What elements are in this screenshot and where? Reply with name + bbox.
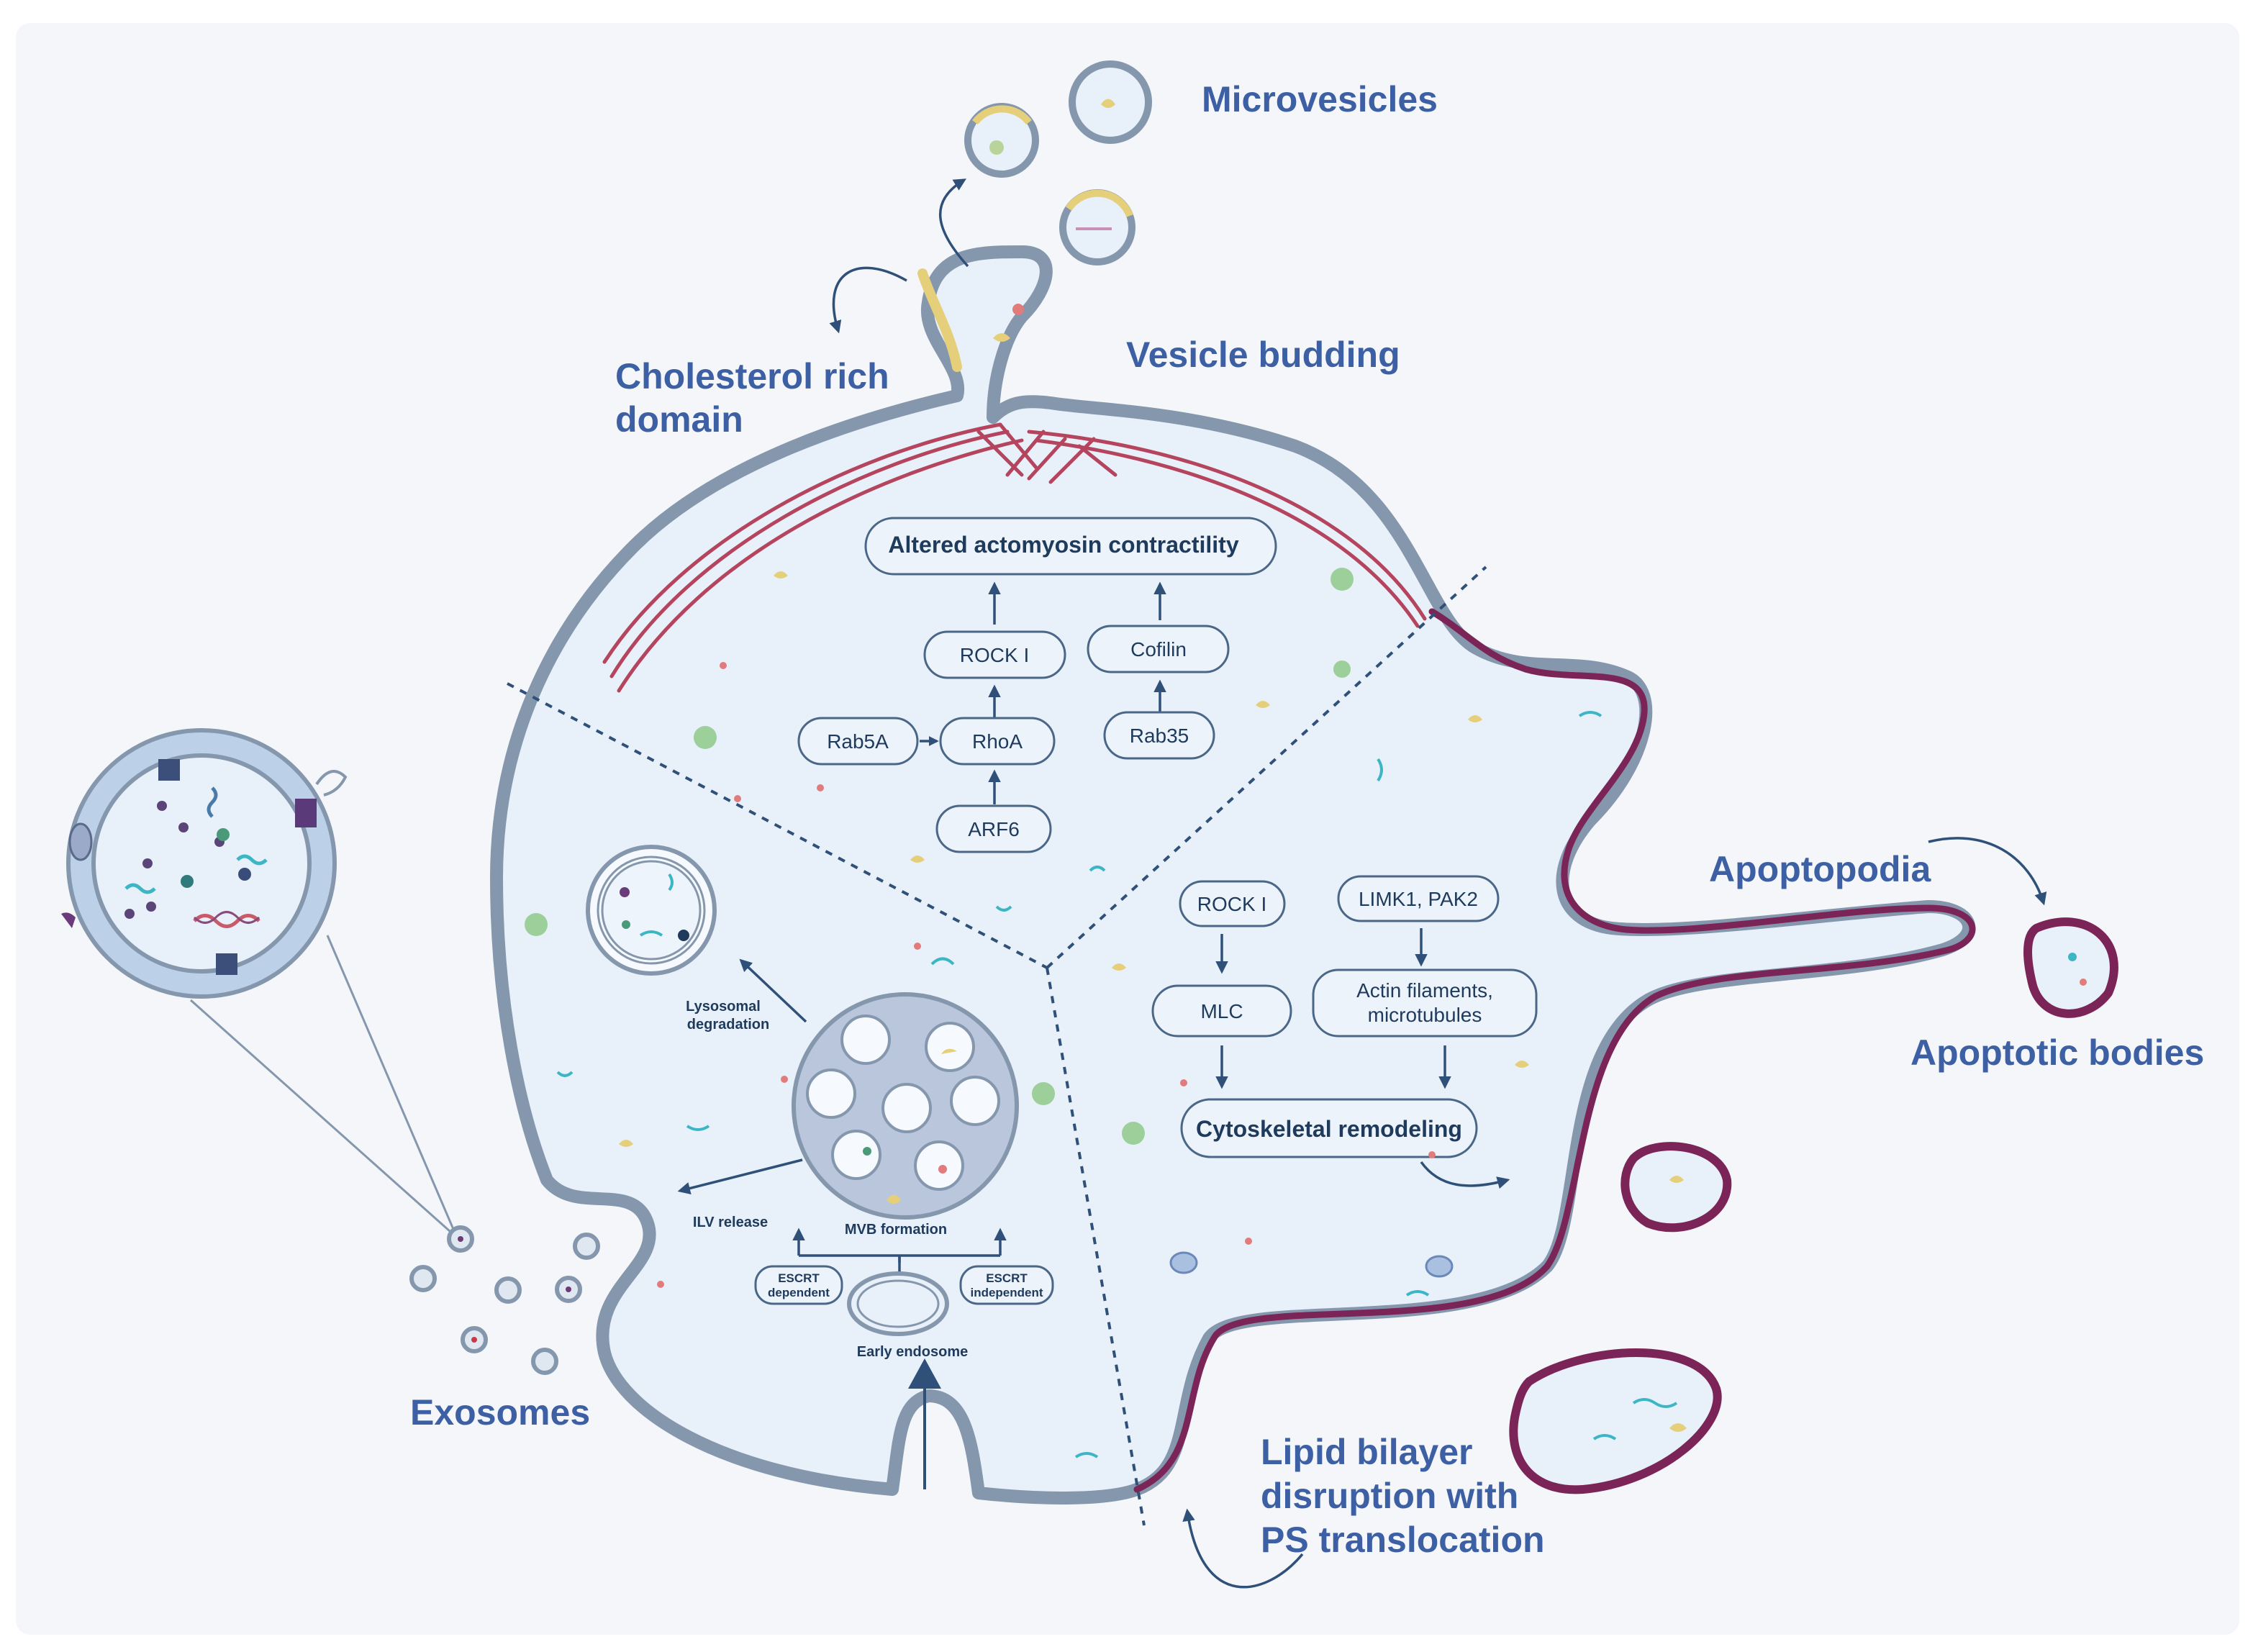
limk-pak-box xyxy=(1337,875,1500,922)
vesicle-budding-label: Vesicle budding xyxy=(1126,335,1400,375)
early-endosome-text: Early endosome xyxy=(857,1344,969,1360)
budding-arrow xyxy=(938,178,969,268)
actin-text-line1: Actin filaments, xyxy=(1356,979,1493,1002)
cholesterol-domain xyxy=(917,268,962,372)
section-dividers xyxy=(507,566,1487,1526)
exosome-zoom xyxy=(61,728,458,1239)
rab5a-text: Rab5A xyxy=(827,730,889,753)
escrt-dependent-box xyxy=(754,1265,843,1305)
apoptotic-bodies-label: Apoptotic bodies xyxy=(1910,1032,2204,1073)
cofilin-text: Cofilin xyxy=(1130,638,1187,661)
rhoa-text: RhoA xyxy=(972,730,1023,753)
rock1-text: ROCK I xyxy=(960,644,1029,666)
microvesicles-label: Microvesicles xyxy=(1202,79,1438,119)
actomyosin-box xyxy=(864,517,1277,576)
ps-translocation-arrow xyxy=(1182,1508,1304,1589)
actomyosin-text: Altered actomyosin contractility xyxy=(888,532,1238,558)
apoptopodia-label: Apoptopodia xyxy=(1709,849,1931,889)
cytoskeletal-box xyxy=(1180,1098,1478,1158)
rab5a-box xyxy=(797,717,919,766)
microvesicle-group xyxy=(964,60,1152,266)
lipid-label-line2: disruption with xyxy=(1261,1476,1518,1516)
apoptotic-membrane xyxy=(1133,608,1976,1493)
cholesterol-label-line2: domain xyxy=(615,399,743,440)
actin-filaments xyxy=(602,422,1427,693)
lipid-label-line3: PS translocation xyxy=(1261,1520,1545,1560)
ilv-release-text: ILV release xyxy=(693,1215,768,1230)
cholesterol-label-line1: Cholesterol rich xyxy=(615,356,889,396)
early-endosome xyxy=(847,1271,949,1336)
lysosomal-text-line1: Lysosomal xyxy=(686,999,761,1015)
cofilin-box xyxy=(1087,625,1230,673)
mlc-box xyxy=(1151,984,1292,1038)
arf6-box xyxy=(935,804,1052,853)
limk-pak-text: LIMK1, PAK2 xyxy=(1359,888,1478,910)
lipid-label-line1: Lipid bilayer xyxy=(1261,1432,1473,1472)
rab35-text: Rab35 xyxy=(1130,725,1189,747)
apoptotic-bodies xyxy=(1509,917,2118,1494)
rock1-apoptotic-text: ROCK I xyxy=(1197,893,1266,915)
rab35-box xyxy=(1103,711,1215,760)
arf6-text: ARF6 xyxy=(968,818,1020,840)
escrt-independent-box xyxy=(959,1265,1054,1305)
mvb-formation-text: MVB formation xyxy=(845,1222,947,1238)
mlc-text: MLC xyxy=(1200,1000,1243,1022)
escrt-dependent-line1: ESCRT xyxy=(778,1271,820,1285)
cytoplasm-particles xyxy=(525,568,1603,1458)
escrt-independent-line2: independent xyxy=(970,1286,1043,1299)
actin-text-line2: microtubules xyxy=(1368,1004,1482,1026)
rock1-box xyxy=(923,630,1066,679)
exosomes-label: Exosomes xyxy=(410,1392,590,1433)
released-exosomes xyxy=(409,1225,600,1375)
rock1-apoptotic-box xyxy=(1179,880,1286,927)
escrt-independent-line1: ESCRT xyxy=(986,1271,1028,1285)
rhoa-box xyxy=(939,717,1056,766)
cholesterol-arrow xyxy=(829,266,907,334)
apoptotic-pathway: ROCK I LIMK1, PAK2 MLC Actin filaments, … xyxy=(1151,875,1538,1189)
actin-box xyxy=(1312,968,1538,1038)
apoptopodia-arrow xyxy=(1928,837,2047,906)
cytoskeletal-text: Cytoskeletal remodeling xyxy=(1196,1116,1462,1142)
lysosomal-text-line2: degradation xyxy=(687,1017,769,1032)
exosome-pathway: Lysosomal degradation ILV release MVB fo… xyxy=(586,845,1054,1489)
escrt-dependent-line2: dependent xyxy=(768,1286,830,1299)
microvesicle-pathway: Altered actomyosin contractility ROCK I … xyxy=(797,517,1277,853)
